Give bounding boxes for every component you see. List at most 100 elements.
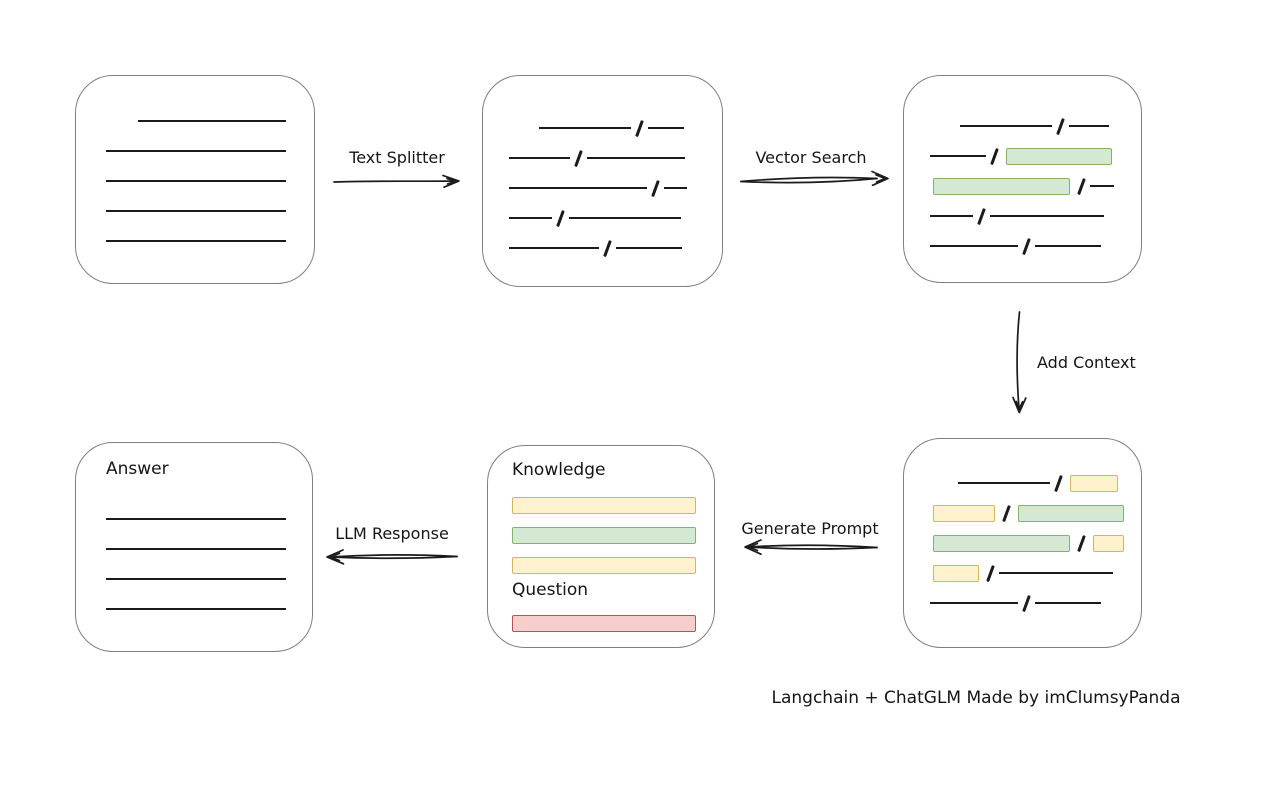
text-line	[615, 247, 682, 249]
chunk-row	[106, 106, 286, 136]
text-line	[586, 157, 685, 159]
context-chunks-box	[903, 438, 1142, 648]
chunk-row	[930, 498, 1127, 528]
red-chunk	[512, 614, 696, 632]
chunk-row	[930, 141, 1115, 171]
matched-chunks-box	[903, 75, 1142, 283]
diagram-caption: Langchain + ChatGLM Made by imClumsyPand…	[771, 688, 1181, 708]
chunk-row	[509, 203, 687, 233]
text-line	[998, 572, 1113, 574]
chunk-separator-slash	[1002, 504, 1011, 522]
chunk-row	[106, 564, 286, 594]
text-line	[958, 482, 1050, 484]
chunk-row	[106, 196, 286, 226]
text-line	[989, 215, 1104, 217]
chunk-row	[509, 173, 687, 203]
answer-label: Answer	[106, 459, 169, 479]
question-label: Question	[512, 580, 589, 600]
yellow-chunk	[512, 496, 696, 514]
text-line	[1089, 185, 1114, 187]
chunk-separator-slash	[986, 564, 995, 582]
chunk-row	[930, 201, 1115, 231]
text-line	[1068, 125, 1109, 127]
chunk-row	[509, 490, 699, 520]
document-lines	[106, 106, 286, 256]
yellow-chunk	[933, 504, 995, 522]
text-line	[1034, 245, 1101, 247]
chunk-separator-slash	[635, 119, 644, 137]
chunk-row	[930, 231, 1115, 261]
chunk-separator-slash	[651, 179, 660, 197]
text-line	[106, 608, 286, 610]
text-line	[960, 125, 1052, 127]
vector-search-label: Vector Search	[755, 148, 867, 167]
question-bar	[509, 608, 699, 638]
vector-search-arrow	[740, 170, 889, 187]
green-chunk	[933, 534, 1070, 552]
chunk-row	[106, 166, 286, 196]
chunk-separator-slash	[990, 147, 999, 165]
prompt-box: Knowledge Question	[487, 445, 715, 648]
text-line	[663, 187, 687, 189]
chunk-separator-slash	[1077, 534, 1086, 552]
chunk-row	[509, 520, 699, 550]
llm-response-label: LLM Response	[335, 524, 449, 543]
yellow-chunk	[933, 564, 979, 582]
generate-prompt-label: Generate Prompt	[741, 519, 879, 538]
knowledge-label: Knowledge	[512, 460, 606, 480]
chunk-separator-slash	[977, 207, 986, 225]
add-context-arrow	[1012, 311, 1027, 414]
text-line	[509, 247, 599, 249]
text-line	[106, 518, 286, 520]
context-chunk-rows	[930, 468, 1127, 618]
chunk-separator-slash	[1056, 117, 1065, 135]
split-chunks-box	[482, 75, 723, 287]
chunk-row	[930, 111, 1115, 141]
text-line	[930, 602, 1018, 604]
yellow-chunk	[1069, 474, 1118, 492]
text-line	[106, 180, 286, 182]
chunk-row	[930, 468, 1127, 498]
add-context-label: Add Context	[1037, 353, 1136, 372]
generate-prompt-arrow	[744, 539, 878, 556]
chunk-row	[106, 136, 286, 166]
split-chunk-rows	[509, 113, 687, 263]
knowledge-bars	[509, 490, 699, 580]
text-line	[647, 127, 684, 129]
text-line	[138, 120, 286, 122]
text-line	[568, 217, 681, 219]
answer-box: Answer	[75, 442, 313, 652]
green-chunk	[1017, 504, 1124, 522]
chunk-row	[106, 504, 286, 534]
chunk-separator-slash	[603, 239, 612, 257]
chunk-row	[509, 550, 699, 580]
chunk-row	[930, 558, 1127, 588]
chunk-row	[930, 528, 1127, 558]
text-line	[509, 187, 647, 189]
text-line	[539, 127, 631, 129]
text-line	[106, 210, 286, 212]
text-line	[509, 217, 552, 219]
chunk-row	[106, 534, 286, 564]
yellow-chunk	[1092, 534, 1124, 552]
chunk-row	[930, 171, 1115, 201]
chunk-separator-slash	[1022, 237, 1031, 255]
text-line	[930, 245, 1018, 247]
chunk-separator-slash	[1022, 594, 1031, 612]
yellow-chunk	[512, 556, 696, 574]
chunk-separator-slash	[574, 149, 583, 167]
answer-lines	[106, 504, 286, 624]
chunk-row	[509, 143, 687, 173]
chunk-separator-slash	[556, 209, 565, 227]
chunk-row	[930, 588, 1127, 618]
chunk-row	[106, 226, 286, 256]
chunk-row	[509, 233, 687, 263]
llm-response-arrow	[326, 549, 458, 565]
source-document-box	[75, 75, 315, 284]
text-line	[509, 157, 570, 159]
text-line	[106, 240, 286, 242]
green-chunk	[1005, 147, 1112, 165]
text-line	[930, 155, 986, 157]
chunk-separator-slash	[1077, 177, 1086, 195]
